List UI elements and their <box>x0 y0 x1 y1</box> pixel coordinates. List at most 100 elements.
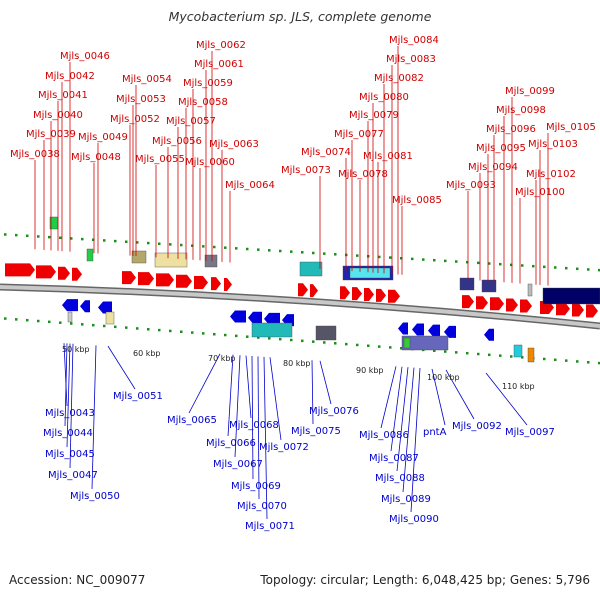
track-dot <box>246 335 249 338</box>
top-gene-label: Mjls_0042 <box>45 71 95 82</box>
track-dot <box>400 347 403 350</box>
track-dot <box>378 255 381 259</box>
bottom-gene-label: Mjls_0069 <box>231 481 281 492</box>
track-dot <box>521 356 524 359</box>
top-gene-label: Mjls_0049 <box>78 132 128 143</box>
track-dot <box>554 266 557 269</box>
top-gene-label: Mjls_0094 <box>468 162 518 173</box>
forward-gene <box>36 265 56 279</box>
top-gene-label: Mjls_0080 <box>359 92 409 103</box>
track-dot <box>26 234 29 238</box>
track-dot <box>444 259 447 263</box>
bottom-label-leader <box>263 356 268 520</box>
bottom-gene-label: Mjls_0092 <box>452 421 502 432</box>
track-dot <box>356 254 359 257</box>
track-dot <box>532 264 535 268</box>
track-dot <box>114 325 117 329</box>
top-gene-label: Mjls_0098 <box>496 105 546 116</box>
reverse-gene <box>230 310 246 323</box>
track-dot <box>279 249 282 253</box>
track-dot <box>268 249 271 252</box>
track-dot <box>103 324 106 328</box>
bottom-gene-label: Mjls_0076 <box>309 406 359 417</box>
track-dot <box>191 244 194 247</box>
bottom-label-leader <box>63 343 68 407</box>
forward-gene <box>586 304 598 318</box>
top-gene-label: Mjls_0102 <box>526 169 576 180</box>
track-dot <box>488 262 491 265</box>
bottom-gene-label: Mjls_0070 <box>237 501 287 512</box>
track-dot <box>455 351 458 354</box>
track-dot <box>323 252 326 255</box>
scale-tick-label: 100 kbp <box>427 373 460 382</box>
track-dot <box>499 262 502 266</box>
track-dot <box>312 251 315 255</box>
track-dot <box>81 237 84 241</box>
feature-block <box>154 252 188 268</box>
track-dot <box>301 251 304 254</box>
track-dot <box>455 260 458 263</box>
forward-gene <box>122 271 136 285</box>
top-gene-label: Mjls_0078 <box>338 169 388 180</box>
feature-block <box>105 311 115 325</box>
track-dot <box>70 237 73 240</box>
feature-block <box>315 325 337 341</box>
top-gene-label: Mjls_0095 <box>476 143 526 154</box>
reverse-gene <box>484 328 494 341</box>
track-dot <box>268 337 271 340</box>
top-gene-label: Mjls_0100 <box>515 187 565 198</box>
track-dot <box>400 257 403 260</box>
track-dot <box>576 360 579 363</box>
track-dot <box>48 235 51 239</box>
track-dot <box>235 247 238 250</box>
feature-block <box>527 347 535 363</box>
track-dot <box>565 359 568 362</box>
track-dot <box>169 243 172 246</box>
bottom-label-leader <box>245 355 252 419</box>
bottom-label-leader <box>257 356 260 500</box>
reverse-gene <box>248 311 262 324</box>
forward-gene <box>506 298 518 312</box>
gene-labels: Mjls_0038Mjls_0039Mjls_0040Mjls_0041Mjls… <box>10 35 596 532</box>
reverse-gene <box>412 323 424 336</box>
track-dot <box>59 321 62 324</box>
genome-summary: Topology: circular; Length: 6,048,425 bp… <box>260 573 590 587</box>
top-gene-label: Mjls_0048 <box>71 152 121 163</box>
forward-gene <box>58 266 70 280</box>
top-gene-label: Mjls_0084 <box>389 35 439 46</box>
track-dot <box>433 258 436 262</box>
bottom-label-leader <box>188 353 221 414</box>
bottom-label-leader <box>402 367 415 493</box>
genome-backbone <box>0 283 600 330</box>
map-title: Mycobacterium sp. JLS, complete genome <box>168 9 432 24</box>
top-gene-label: Mjls_0057 <box>166 116 216 127</box>
feature-block <box>67 311 73 323</box>
track-dot <box>510 263 513 267</box>
feature-block <box>86 248 94 262</box>
forward-gene <box>194 275 208 289</box>
forward-gene <box>388 289 400 303</box>
track-dot <box>444 350 447 353</box>
bottom-label-leader <box>311 360 314 425</box>
track-dot <box>477 261 480 265</box>
scale-tick-label: 90 kbp <box>356 366 384 375</box>
track-dot <box>257 248 260 251</box>
track-dot <box>345 342 348 346</box>
top-gene-label: Mjls_0073 <box>281 165 331 176</box>
scale-tick-label: 80 kbp <box>283 359 311 368</box>
bottom-label-leader <box>251 356 254 480</box>
top-gene-label: Mjls_0058 <box>178 97 228 108</box>
track-dot <box>323 341 326 344</box>
track-dot <box>598 361 600 365</box>
forward-gene <box>298 283 308 297</box>
track-dot <box>543 265 546 269</box>
bottom-label-leader <box>66 343 71 448</box>
track-dot <box>565 266 568 270</box>
track-dot <box>290 338 293 342</box>
top-gene-label: Mjls_0040 <box>33 110 83 121</box>
top-gene-label: Mjls_0079 <box>349 110 399 121</box>
track-dot <box>136 241 139 244</box>
top-gene-label: Mjls_0059 <box>183 78 233 89</box>
top-gene-label: Mjls_0077 <box>334 129 384 140</box>
